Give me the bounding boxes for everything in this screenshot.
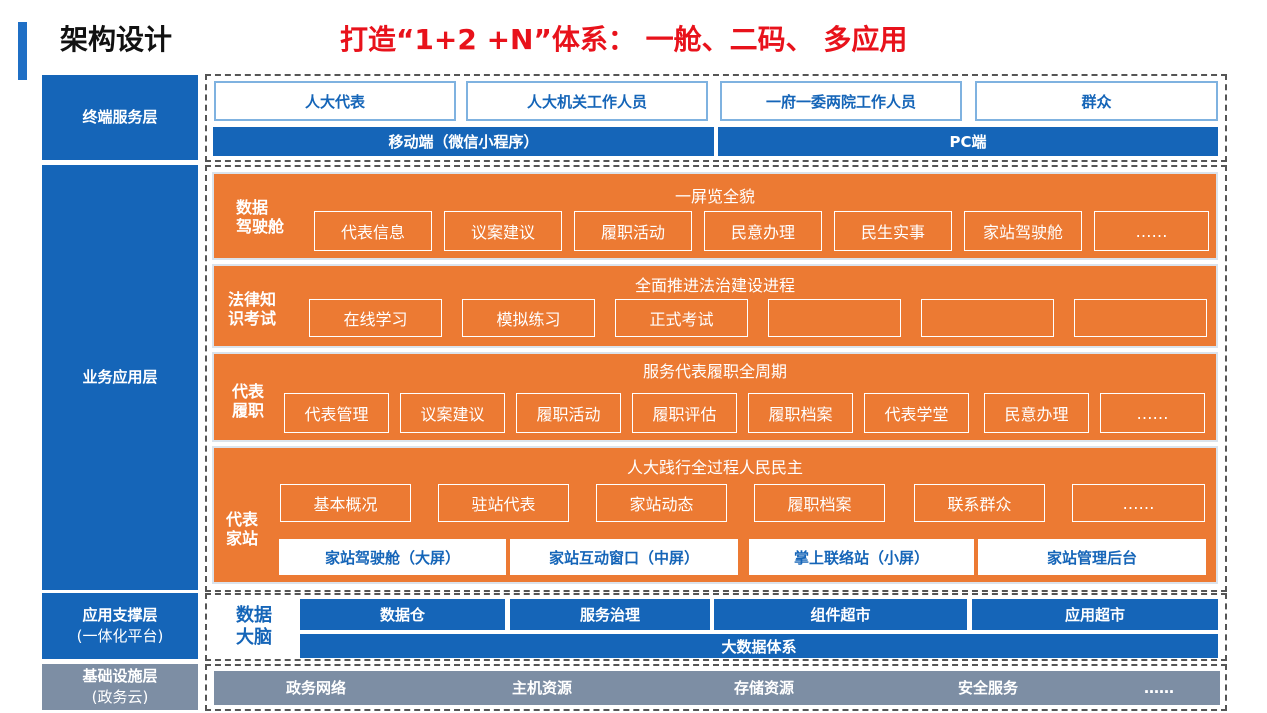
- module-chip: 基本概况: [280, 484, 411, 522]
- layer-label-line2: (一体化平台): [76, 627, 164, 645]
- section-label-line2: 识考试: [228, 309, 277, 328]
- module-chip-more: ……: [1072, 484, 1205, 522]
- layer-label-support: 应用支撑层 (一体化平台): [42, 593, 198, 659]
- section-deputy-station: 人大践行全过程人民民主 代表 家站 基本概况 驻站代表 家站动态 履职档案 联系…: [212, 446, 1218, 584]
- screen-box-admin: 家站管理后台: [978, 539, 1206, 575]
- page-title: 架构设计: [60, 23, 173, 56]
- support-item-data-warehouse: 数据仓: [300, 599, 505, 630]
- module-chip-empty: [921, 299, 1054, 337]
- section-title: 一屏览全貌: [674, 187, 755, 206]
- bigdata-system-bar: 大数据体系: [300, 634, 1218, 658]
- module-chip: 代表学堂: [864, 393, 969, 433]
- user-box-government: 一府一委两院工作人员: [720, 81, 962, 121]
- section-label-line1: 法律知: [228, 290, 277, 309]
- module-chip: 议案建议: [444, 211, 562, 251]
- layer-label-line2: (政务云): [91, 688, 149, 706]
- section-label-line2: 履职: [232, 401, 265, 420]
- user-box-public: 群众: [975, 81, 1218, 121]
- support-item-service-governance: 服务治理: [510, 599, 710, 630]
- module-chip: 民意办理: [984, 393, 1089, 433]
- module-chip: 代表信息: [314, 211, 432, 251]
- module-chip: 履职档案: [754, 484, 885, 522]
- infra-layer-frame: [205, 664, 1227, 711]
- section-label: 数据 驾驶舱: [236, 198, 284, 236]
- module-chip: 履职评估: [632, 393, 737, 433]
- pc-terminal-bar: PC端: [718, 127, 1218, 156]
- section-law-exam: 全面推进法治建设进程 法律知 识考试 在线学习 模拟练习 正式考试: [212, 264, 1218, 348]
- section-label-line1: 数据: [236, 198, 269, 217]
- user-box-staff: 人大机关工作人员: [466, 81, 708, 121]
- section-title: 全面推进法治建设进程: [634, 276, 795, 295]
- user-box-deputy: 人大代表: [214, 81, 456, 121]
- support-layer-frame: [205, 593, 1227, 661]
- infra-item-storage: 存储资源: [734, 679, 795, 697]
- module-chip: 履职活动: [574, 211, 692, 251]
- mobile-terminal-bar: 移动端（微信小程序）: [213, 127, 714, 156]
- layer-label-line1: 基础设施层: [82, 667, 158, 685]
- layer-label-text: 终端服务层: [82, 108, 158, 126]
- section-label: 法律知 识考试: [228, 290, 276, 328]
- module-chip-more: ……: [1100, 393, 1205, 433]
- screen-box-large: 家站驾驶舱（大屏）: [279, 539, 506, 575]
- infra-item-host: 主机资源: [512, 679, 573, 697]
- screen-box-small: 掌上联络站（小屏）: [749, 539, 974, 575]
- screen-box-medium: 家站互动窗口（中屏）: [510, 539, 738, 575]
- section-label: 代表 履职: [232, 382, 264, 420]
- section-deputy-duties: 服务代表履职全周期 代表 履职 代表管理 议案建议 履职活动 履职评估 履职档案…: [212, 352, 1218, 442]
- module-chip: 代表管理: [284, 393, 389, 433]
- layer-label-text: 业务应用层: [82, 368, 158, 386]
- infra-item-network: 政务网络: [286, 679, 347, 697]
- brain-line2: 大脑: [236, 627, 272, 648]
- section-label-line2: 驾驶舱: [236, 217, 285, 236]
- module-chip-more: ……: [1094, 211, 1209, 251]
- layer-label-line1: 应用支撑层: [82, 606, 158, 624]
- module-chip: 家站动态: [596, 484, 727, 522]
- terminal-layer-frame: [205, 74, 1227, 162]
- section-label: 代表 家站: [226, 510, 258, 548]
- section-label-line1: 代表: [226, 510, 259, 529]
- brain-line1: 数据: [236, 605, 272, 626]
- support-item-app-market: 应用超市: [972, 599, 1218, 630]
- section-data-cockpit: 一屏览全貌 数据 驾驶舱 代表信息 议案建议 履职活动 民意办理 民生实事 家站…: [212, 172, 1218, 260]
- page-subtitle: 打造“1+2 +N”体系： 一舱、二码、 多应用: [340, 23, 908, 56]
- module-chip: 正式考试: [615, 299, 748, 337]
- layer-label-terminal: 终端服务层: [42, 75, 198, 160]
- business-layer-frame: [205, 165, 1227, 592]
- section-title: 服务代表履职全周期: [642, 362, 787, 381]
- module-chip: 模拟练习: [462, 299, 595, 337]
- module-chip: 在线学习: [309, 299, 442, 337]
- module-chip: 联系群众: [914, 484, 1045, 522]
- module-chip: 驻站代表: [438, 484, 569, 522]
- module-chip: 民意办理: [704, 211, 822, 251]
- data-brain-box: 数据 大脑: [213, 598, 295, 656]
- module-chip-empty: [1074, 299, 1207, 337]
- module-chip: 民生实事: [834, 211, 952, 251]
- infra-item-security: 安全服务: [958, 679, 1019, 697]
- support-item-component-market: 组件超市: [714, 599, 967, 630]
- infra-item-more: ……: [1144, 679, 1174, 697]
- module-chip: 家站驾驶舱: [964, 211, 1082, 251]
- section-label-line1: 代表: [232, 382, 265, 401]
- module-chip-empty: [768, 299, 901, 337]
- module-chip: 议案建议: [400, 393, 505, 433]
- section-title: 人大践行全过程人民民主: [626, 458, 803, 477]
- module-chip: 履职活动: [516, 393, 621, 433]
- title-accent-bar: [18, 22, 27, 80]
- module-chip: 履职档案: [748, 393, 853, 433]
- layer-label-business: 业务应用层: [42, 165, 198, 590]
- layer-label-infra: 基础设施层 (政务云): [42, 664, 198, 710]
- infra-services-bar: 政务网络 主机资源 存储资源 安全服务 ……: [214, 671, 1220, 705]
- section-label-line2: 家站: [226, 529, 259, 548]
